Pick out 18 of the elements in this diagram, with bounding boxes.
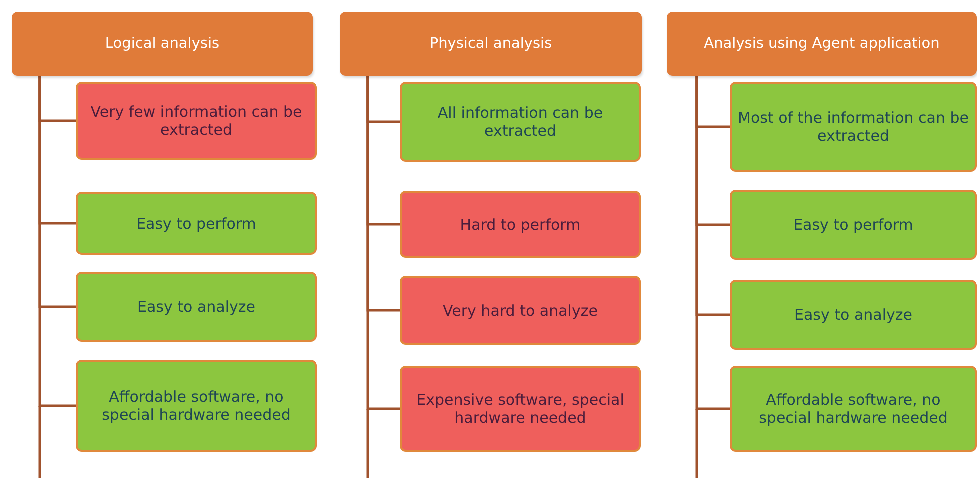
advantage-box: Easy to perform xyxy=(76,192,317,255)
disadvantage-box: Hard to perform xyxy=(400,191,641,258)
advantage-box: Affordable software, no special hardware needed xyxy=(730,366,977,452)
advantage-box: Easy to analyze xyxy=(76,272,317,342)
advantage-box: Affordable software, no special hardware needed xyxy=(76,360,317,452)
disadvantage-box: Very hard to analyze xyxy=(400,276,641,345)
advantage-box: Most of the information can be extracted xyxy=(730,82,977,172)
connector-line xyxy=(366,76,400,410)
advantage-box: Easy to perform xyxy=(730,190,977,260)
advantage-box: Easy to analyze xyxy=(730,280,977,350)
connector-line xyxy=(38,76,76,408)
connector-line xyxy=(696,76,730,410)
category-header: Logical analysis xyxy=(12,12,313,76)
disadvantage-box: Very few information can be extracted xyxy=(76,82,317,160)
category-header: Physical analysis xyxy=(340,12,642,76)
disadvantage-box: Expensive software, special hardware needed xyxy=(400,366,641,452)
category-header: Analysis using Agent application xyxy=(667,12,977,76)
advantage-box: All information can be extracted xyxy=(400,82,641,162)
